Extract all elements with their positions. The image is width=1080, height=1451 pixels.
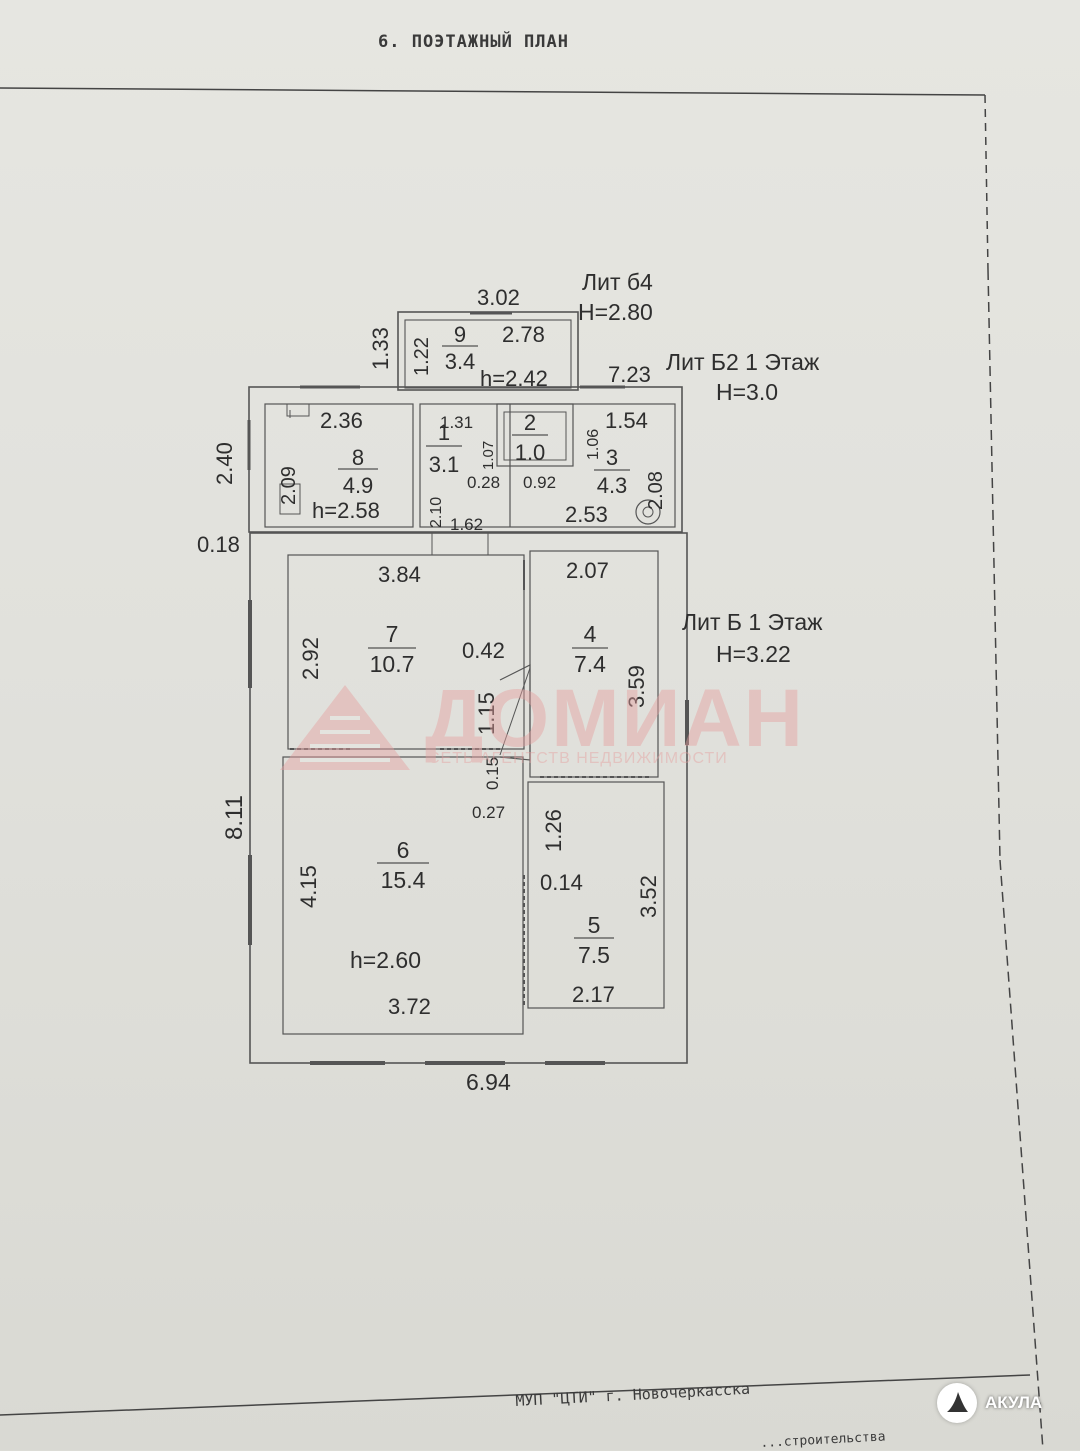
room-2-number: 2 xyxy=(524,410,536,435)
room-9-area: 3.4 xyxy=(445,349,476,374)
dim-0-27: 0.27 xyxy=(472,803,505,822)
dim-8-11: 8.11 xyxy=(221,795,248,840)
room-8-area: 4.9 xyxy=(343,473,374,498)
dim-1-31: 1.31 xyxy=(440,413,473,432)
dim-2-17: 2.17 xyxy=(572,982,615,1007)
room-8-number: 8 xyxy=(352,445,364,470)
dim-1-26: 1.26 xyxy=(541,809,566,852)
room-4-area: 7.4 xyxy=(574,651,606,677)
dim-1-22: 1.22 xyxy=(411,337,433,376)
dim-h-2-58: h=2.58 xyxy=(312,498,380,523)
dim-1-15: 1.15 xyxy=(474,692,499,735)
room-5-area: 7.5 xyxy=(578,942,610,968)
room-7-area: 10.7 xyxy=(370,651,415,677)
dim-2-92: 2.92 xyxy=(298,637,323,680)
dim-3-72: 3.72 xyxy=(388,994,431,1019)
room-6-area: 15.4 xyxy=(381,867,426,893)
dim-3-02: 3.02 xyxy=(477,285,520,310)
akula-badge[interactable]: АКУЛА xyxy=(937,1382,1042,1424)
block-b xyxy=(248,532,689,1065)
dim-1-54: 1.54 xyxy=(605,408,648,433)
dim-0-18: 0.18 xyxy=(197,532,240,557)
block-b4-name: Лит б4 xyxy=(582,269,653,295)
dim-1-07: 1.07 xyxy=(480,441,497,470)
dim-2-40: 2.40 xyxy=(212,442,237,485)
block-b-height: H=3.22 xyxy=(716,641,791,667)
dim-2-78: 2.78 xyxy=(502,322,545,347)
room-3-area: 4.3 xyxy=(597,473,628,498)
dim-6-94: 6.94 xyxy=(466,1069,511,1095)
dim-2-07: 2.07 xyxy=(566,558,609,583)
dim-4-15: 4.15 xyxy=(296,865,321,908)
dim-3-84: 3.84 xyxy=(378,562,421,587)
room-6-number: 6 xyxy=(397,837,410,863)
dim-0-92: 0.92 xyxy=(523,473,556,492)
room-2-area: 1.0 xyxy=(515,440,546,465)
dim-1-06: 1.06 xyxy=(585,429,602,460)
dim-0-15: 0.15 xyxy=(483,757,502,790)
badge-label: АКУЛА xyxy=(985,1393,1043,1412)
block-b4 xyxy=(397,311,579,391)
sheet-frame xyxy=(0,87,1044,1450)
block-b4-height: H=2.80 xyxy=(578,299,653,325)
dim-1-33: 1.33 xyxy=(368,327,393,370)
dim-0-42: 0.42 xyxy=(462,638,505,663)
room-9-number: 9 xyxy=(454,322,466,347)
room-7-number: 7 xyxy=(386,621,399,647)
block-b-name: Лит Б 1 Этаж xyxy=(682,609,823,635)
page-title: 6. ПОЭТАЖНЫЙ ПЛАН xyxy=(378,32,569,52)
dim-0-28: 0.28 xyxy=(467,473,500,492)
block-b2-height: H=3.0 xyxy=(716,379,778,405)
dim-3-59: 3.59 xyxy=(624,665,649,708)
room-5-number: 5 xyxy=(588,912,601,938)
dim-3-52: 3.52 xyxy=(636,875,661,918)
block-b2 xyxy=(247,385,683,533)
dim-2-36: 2.36 xyxy=(320,408,363,433)
dim-h-2-60: h=2.60 xyxy=(350,947,421,973)
dim-2-53: 2.53 xyxy=(565,502,608,527)
plan-labels: Лит б4 H=2.80 Лит Б2 1 Этаж H=3.0 Лит Б … xyxy=(197,269,823,1095)
room-1-area: 3.1 xyxy=(429,452,460,477)
dim-2-10: 2.10 xyxy=(428,497,445,528)
dim-1-62: 1.62 xyxy=(450,515,483,534)
dim-2-08: 2.08 xyxy=(645,471,667,510)
room-4-number: 4 xyxy=(584,621,597,647)
dim-2-09: 2.09 xyxy=(278,466,300,505)
block-b2-name: Лит Б2 1 Этаж xyxy=(666,349,820,375)
dim-0-14: 0.14 xyxy=(540,870,583,895)
dim-h-2-42: h=2.42 xyxy=(480,366,548,391)
shark-fin-icon xyxy=(937,1383,977,1423)
room-1-number: 1 xyxy=(438,420,450,445)
dim-7-23: 7.23 xyxy=(608,362,651,387)
room-3-number: 3 xyxy=(606,445,618,470)
